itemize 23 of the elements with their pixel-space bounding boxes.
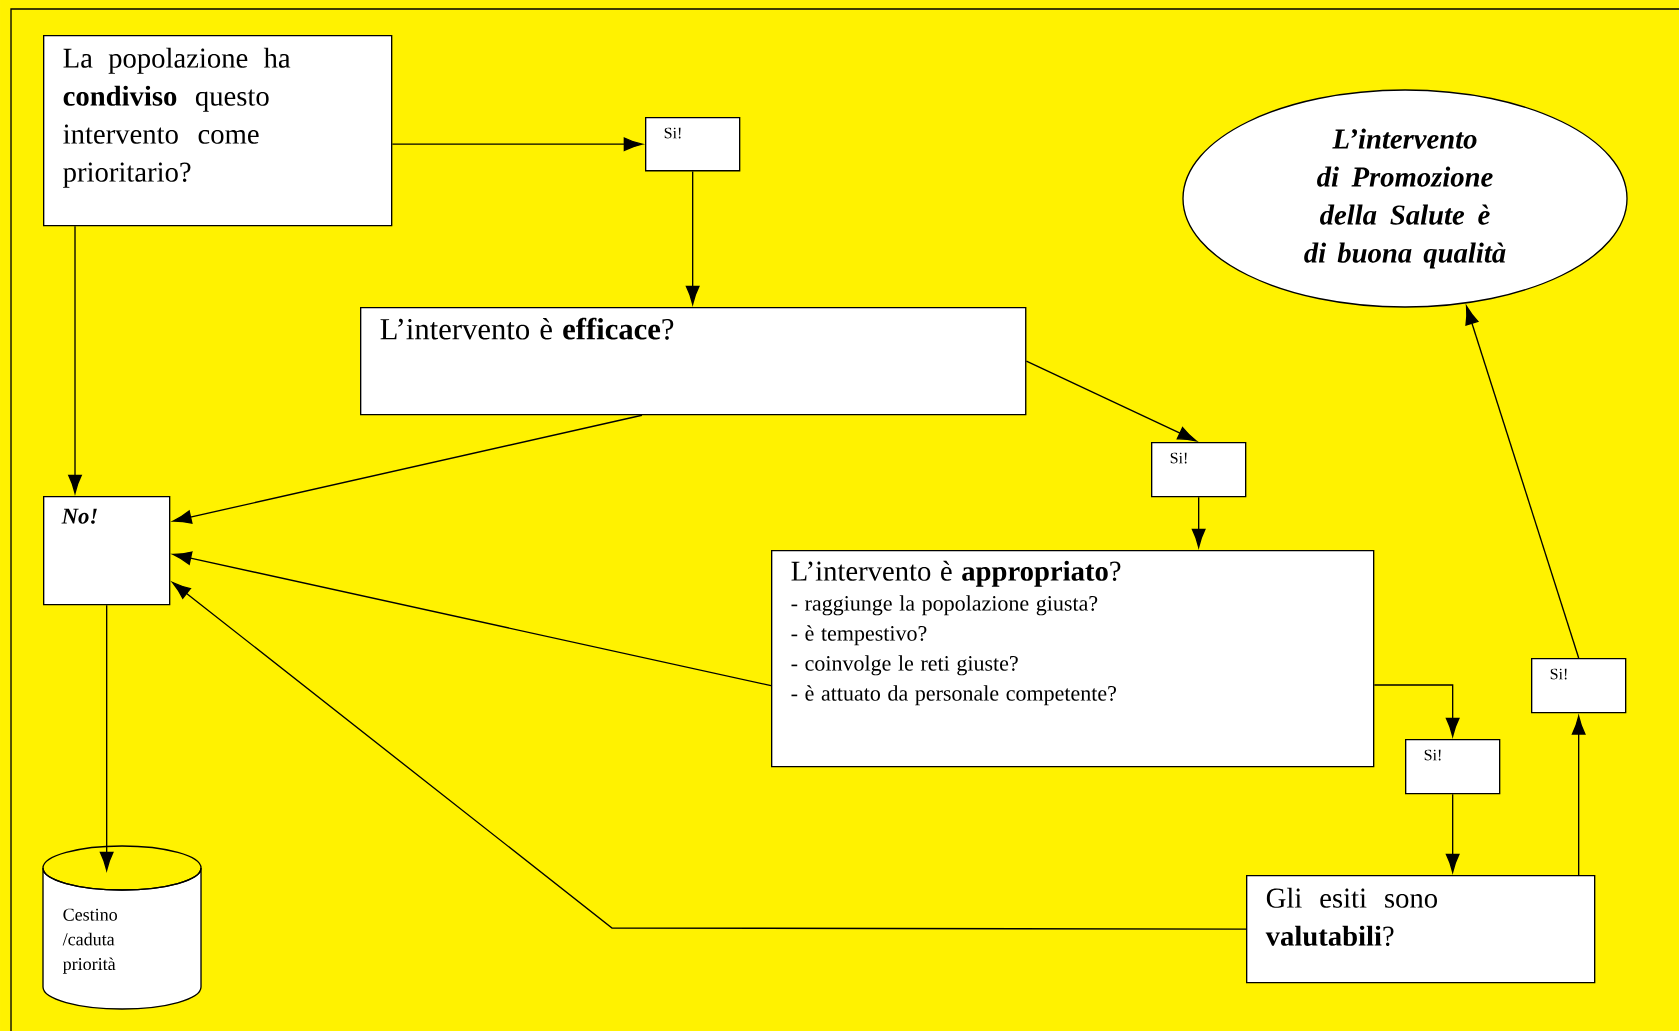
arrow (1571, 715, 1586, 876)
arrow (99, 604, 114, 871)
answer-box: Si! (1531, 658, 1627, 714)
arrow (1445, 793, 1460, 873)
arrow (172, 414, 643, 524)
bin-cylinder: Cestino /caduta priorità (42, 845, 202, 1010)
arrow (1465, 305, 1580, 659)
arrow (685, 170, 700, 305)
arrow (172, 551, 772, 687)
answer-box: Si! (645, 117, 741, 172)
process-box: La popolazione ha condiviso questo intervento come prioritario? (43, 35, 393, 227)
arrow (172, 581, 1247, 930)
question-box: L’intervento è appropriato? - raggiunge la popolazione giusta? - è tempestivo? - coinvolge le reti giuste? - è attuato da personale competente? (771, 550, 1375, 768)
answer-box: No! (43, 496, 171, 606)
answer-box: Si! (1151, 442, 1247, 498)
question-box: Gli esiti sono valutabili? (1246, 875, 1596, 984)
arrow (1191, 496, 1206, 548)
answer-box: Si! (1405, 739, 1501, 795)
question-box: L’intervento è efficace? (360, 307, 1027, 416)
arrow (1025, 360, 1197, 442)
arrow (1373, 684, 1460, 737)
arrow (391, 137, 643, 152)
arrow (68, 225, 82, 494)
